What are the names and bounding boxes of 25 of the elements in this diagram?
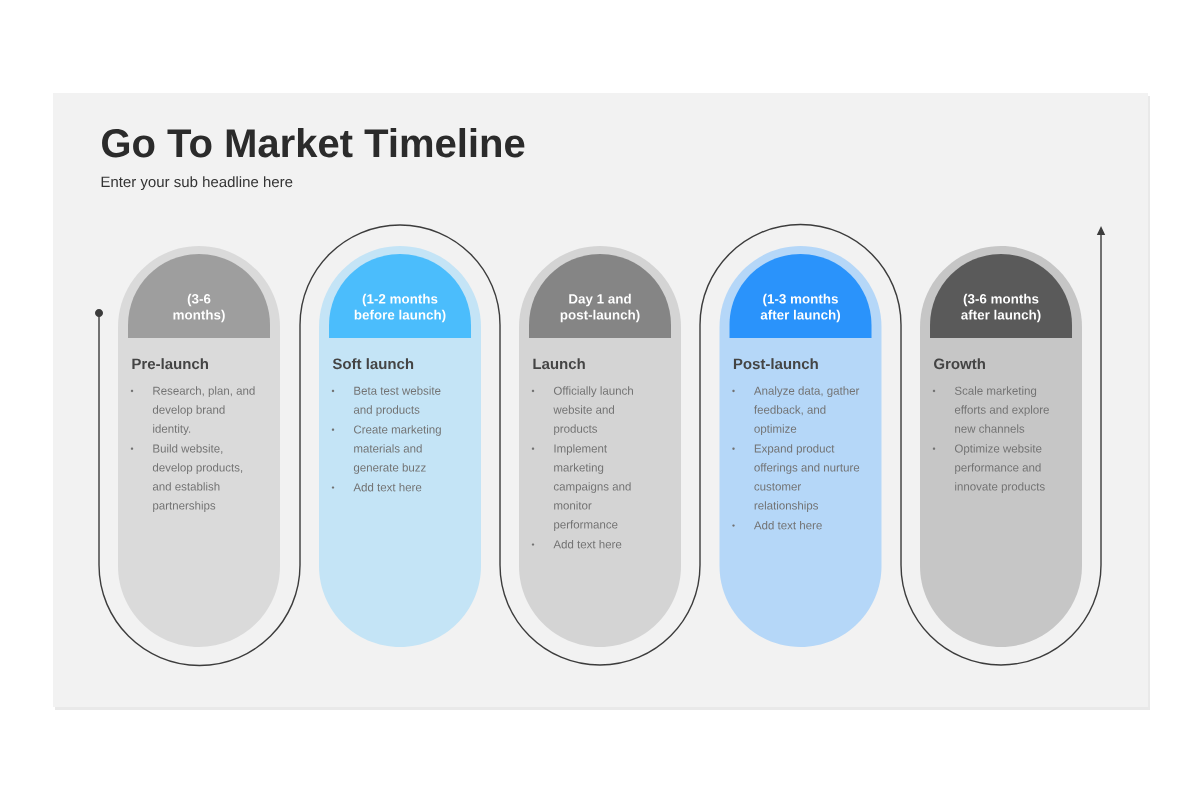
list-item: Expand product offerings and nurture customer relationships — [754, 444, 860, 512]
list-item: Add text here — [353, 482, 422, 492]
title: Go To Market Timeline — [102, 128, 525, 158]
list-item: Implement marketing campaigns and monitor performance — [553, 444, 631, 531]
list-item: Add text here — [753, 520, 822, 530]
stage-heading: Soft launch — [332, 358, 414, 370]
stage-heading: Growth — [934, 358, 985, 370]
stage-header: (1-2 months before launch) — [329, 254, 471, 338]
stage-header: (3-6 months after launch) — [930, 254, 1072, 338]
stage-header: (3-6 months) — [128, 254, 270, 338]
stage-header: Day 1 and post-launch) — [529, 254, 671, 338]
stage-heading: Post-launch — [733, 358, 818, 370]
list-item: Add text here — [553, 539, 622, 549]
stage-heading: Pre-launch — [132, 358, 208, 370]
list-item: Beta test website and products — [353, 386, 441, 417]
list-item: Optimize website performance and innovate products — [954, 444, 1045, 493]
subtitle: Enter your sub headline here — [101, 176, 293, 191]
list-item: Scale marketing efforts and explore new channels — [954, 386, 1049, 433]
list-item: Create marketing materials and generate buzz — [353, 425, 441, 474]
list-item: Analyze data, gather feedback, and optimize — [753, 386, 860, 436]
list-item: Officially launch website and products — [553, 386, 633, 436]
stage-header: (1-3 months after launch) — [729, 254, 872, 338]
list-item: Research, plan, and develop brand identity. — [152, 386, 255, 436]
stage-heading: Launch — [533, 358, 585, 370]
list-item: Build website, develop products, and establish partnerships — [152, 444, 243, 512]
